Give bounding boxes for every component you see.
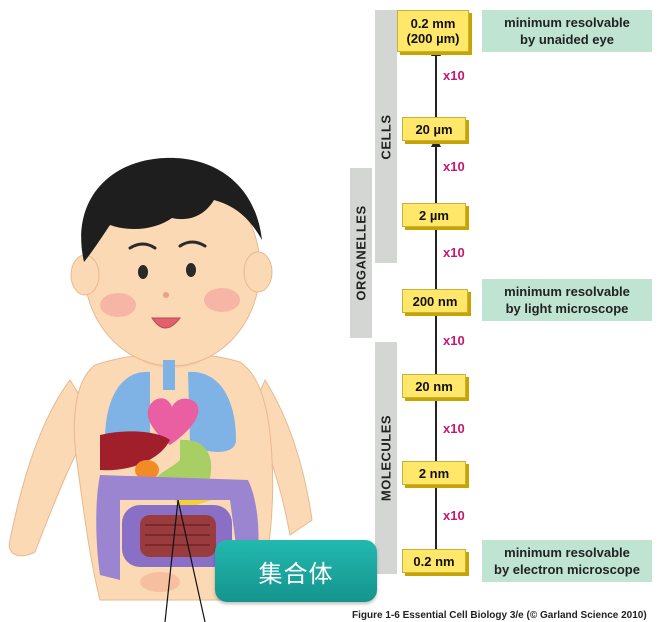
right-cheek bbox=[204, 288, 240, 312]
note-text: by light microscope bbox=[506, 300, 629, 317]
scale-level-200nm: 200 nm bbox=[402, 289, 468, 313]
note-light-microscope: minimum resolvable by light microscope bbox=[482, 279, 652, 321]
scale-level-2um: 2 µm bbox=[402, 203, 466, 227]
bladder bbox=[140, 572, 180, 592]
factor-label: x10 bbox=[443, 245, 465, 260]
left-cheek bbox=[100, 293, 136, 317]
scale-level-text: 20 µm bbox=[415, 122, 452, 137]
scale-level-text: 0.2 mm bbox=[411, 16, 456, 31]
note-unaided-eye: minimum resolvable by unaided eye bbox=[482, 10, 652, 52]
category-band-cells: CELLS bbox=[375, 10, 397, 263]
note-text: minimum resolvable bbox=[504, 14, 630, 31]
figure-caption: Figure 1-6 Essential Cell Biology 3/e (©… bbox=[352, 610, 647, 621]
note-text: by unaided eye bbox=[520, 31, 614, 48]
scale-level-text: (200 µm) bbox=[406, 31, 459, 46]
category-band-molecules: MOLECULES bbox=[375, 342, 397, 574]
factor-label: x10 bbox=[443, 508, 465, 523]
nose bbox=[163, 292, 169, 298]
factor-label: x10 bbox=[443, 333, 465, 348]
category-label-organelles: ORGANELLES bbox=[354, 205, 369, 300]
note-text: minimum resolvable bbox=[504, 544, 630, 561]
scale-level-20um: 20 µm bbox=[402, 117, 466, 141]
note-text: minimum resolvable bbox=[504, 283, 630, 300]
factor-label: x10 bbox=[443, 68, 465, 83]
left-eye bbox=[138, 265, 148, 279]
category-band-organelles: ORGANELLES bbox=[350, 168, 372, 338]
right-eye bbox=[186, 263, 196, 277]
scale-level-text: 2 µm bbox=[419, 208, 449, 223]
scale-level-0-2nm: 0.2 nm bbox=[402, 549, 466, 573]
scale-level-0-2mm: 0.2 mm (200 µm) bbox=[397, 10, 469, 52]
left-ear bbox=[71, 255, 99, 295]
factor-label: x10 bbox=[443, 159, 465, 174]
scale-level-text: 2 nm bbox=[419, 466, 449, 481]
scale-level-text: 0.2 nm bbox=[413, 554, 454, 569]
right-ear bbox=[244, 252, 272, 292]
category-label-cells: CELLS bbox=[379, 114, 394, 159]
note-text: by electron microscope bbox=[494, 561, 640, 578]
scale-level-text: 200 nm bbox=[413, 294, 458, 309]
factor-label: x10 bbox=[443, 421, 465, 436]
category-label-molecules: MOLECULES bbox=[379, 415, 394, 501]
scale-level-text: 20 nm bbox=[415, 379, 453, 394]
trachea bbox=[163, 360, 175, 390]
note-electron-microscope: minimum resolvable by electron microscop… bbox=[482, 540, 652, 582]
aggregate-badge: 集合体 bbox=[215, 540, 377, 602]
scale-level-2nm: 2 nm bbox=[402, 461, 466, 485]
scale-level-20nm: 20 nm bbox=[402, 374, 466, 398]
